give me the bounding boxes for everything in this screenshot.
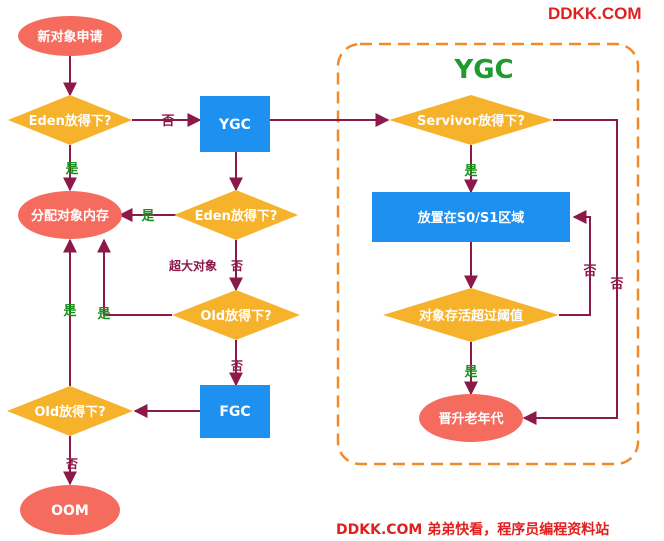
ygc-region-title: YGC (453, 55, 513, 85)
node-age-threshold (383, 288, 559, 342)
label-huge-object: 超大对象 (168, 258, 217, 273)
node-promote-old-label: 晋升老年代 (438, 411, 503, 427)
node-old-fit-2-label: Old放得下? (34, 404, 105, 420)
label-old2-no: 否 (65, 457, 78, 471)
edge-old1-to-alloc (97, 238, 172, 316)
label-age-no: 否 (582, 264, 596, 279)
node-new-object-label: 新对象申请 (37, 29, 102, 45)
label-old2-yes: 是 (62, 304, 77, 319)
label-survivor-yes: 是 (463, 164, 478, 179)
node-fgc-label: FGC (219, 404, 250, 420)
label-eden2-yes: 是 (140, 209, 155, 224)
node-oom-label: OOM (51, 503, 89, 519)
node-eden-fit-2-label: Eden放得下? (195, 208, 278, 224)
label-survivor-no: 否 (609, 277, 623, 292)
node-fgc (200, 385, 270, 438)
node-ygc-label: YGC (218, 117, 251, 133)
edges (63, 56, 618, 486)
node-eden-fit-1 (8, 95, 132, 145)
node-old-fit-1 (172, 290, 300, 340)
node-new-object (18, 16, 122, 56)
node-survivor-fit (389, 95, 553, 145)
label-eden1-yes: 是 (64, 162, 79, 177)
node-survivor-fit-label: Servivor放得下? (417, 113, 525, 129)
node-eden-fit-2 (174, 190, 298, 240)
watermark-bottom: DDKK.COM 弟弟快看，程序员编程资料站 (336, 522, 610, 538)
label-age-yes: 是 (463, 365, 478, 380)
node-place-s0s1-label: 放置在S0/S1区域 (417, 210, 525, 226)
label-eden1-no: 否 (160, 114, 174, 129)
node-old-fit-2 (7, 386, 133, 436)
node-age-threshold-label: 对象存活超过阈值 (419, 308, 523, 324)
edge-age-to-s0s1 (559, 210, 591, 316)
watermark-top: DDKK.COM (548, 4, 642, 23)
node-alloc-memory-label: 分配对象内存 (31, 208, 109, 224)
label-old1-no: 否 (230, 359, 243, 373)
node-promote-old (419, 394, 523, 442)
node-ygc (200, 96, 270, 152)
label-eden2-no: 否 (230, 259, 243, 273)
node-old-fit-1-label: Old放得下? (200, 308, 271, 324)
ygc-region (336, 42, 640, 466)
node-oom (20, 485, 120, 535)
edge-survivor-to-promote (522, 119, 618, 425)
label-old1-yes: 是 (96, 307, 111, 322)
node-place-s0s1 (372, 192, 570, 242)
node-eden-fit-1-label: Eden放得下? (29, 113, 112, 129)
node-alloc-memory (18, 191, 122, 239)
